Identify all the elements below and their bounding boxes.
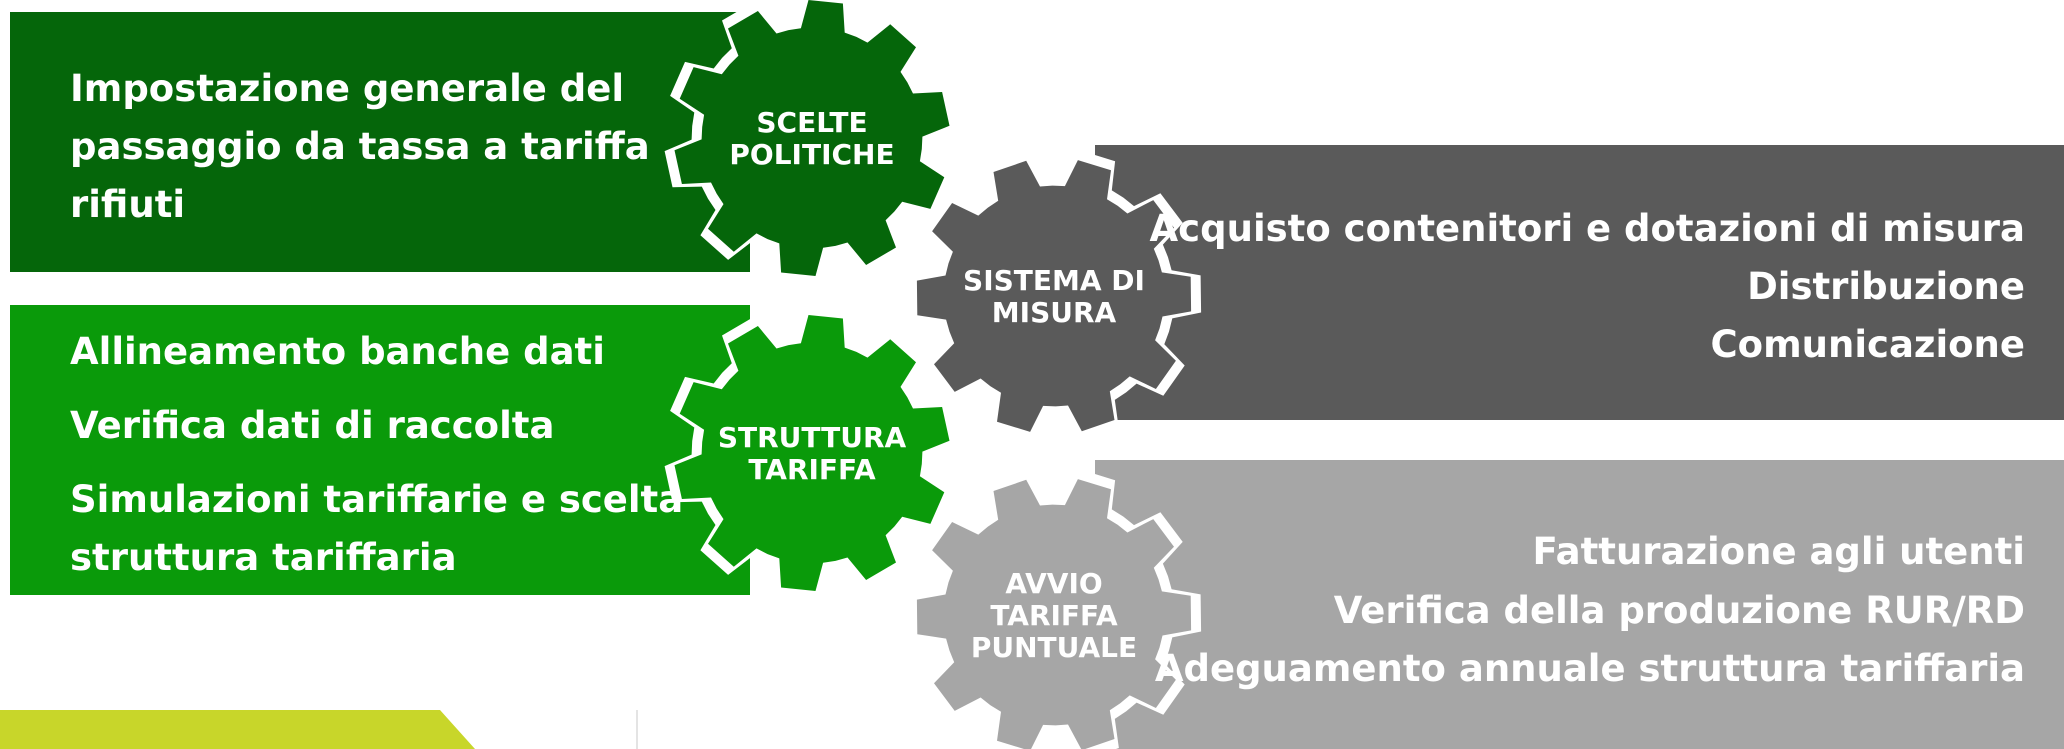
struttura-line-2: Verifica dati di raccolta bbox=[70, 404, 555, 447]
sistema-line-3: Comunicazione bbox=[1710, 323, 2025, 366]
scelte-line-1: Impostazione generale del bbox=[70, 67, 625, 110]
struttura-line-4: struttura tariffaria bbox=[70, 536, 457, 579]
avvio-tariffa-text: Fatturazione agli utenti Verifica della … bbox=[1155, 0, 2026, 749]
gear-scelte-politiche-shape bbox=[674, 0, 950, 276]
lime-tab bbox=[0, 710, 475, 749]
sistema-line-2: Distribuzione bbox=[1747, 265, 2025, 308]
struttura-line-3: Simulazioni tariffarie e scelta bbox=[70, 478, 684, 521]
avvio-line-3: Adeguamento annuale struttura tariffaria bbox=[1154, 647, 2025, 690]
avvio-line-2: Verifica della produzione RUR/RD bbox=[1333, 589, 2025, 632]
gear-avvio-tariffa-label-2: TARIFFA bbox=[990, 599, 1118, 632]
struttura-line-1: Allineamento banche dati bbox=[70, 330, 605, 373]
gear-sistema-misura-shape bbox=[916, 160, 1192, 432]
avvio-line-1: Fatturazione agli utenti bbox=[1532, 530, 2026, 573]
gear-scelte-politiche-label-1: SCELTE bbox=[756, 106, 867, 139]
gear-scelte-politiche-label-2: POLITICHE bbox=[729, 138, 894, 171]
divider-line bbox=[636, 710, 638, 749]
gear-struttura-tariffa-shape bbox=[674, 315, 950, 591]
gear-sistema-misura-label-1: SISTEMA DI bbox=[963, 264, 1145, 297]
scelte-politiche-text: Impostazione generale del passaggio da t… bbox=[70, 0, 710, 260]
gear-avvio-tariffa-shape bbox=[916, 479, 1192, 749]
band-sistema-misura bbox=[1095, 145, 2064, 420]
sistema-line-1: Acquisto contenitori e dotazioni di misu… bbox=[1149, 207, 2025, 250]
band-scelte-politiche bbox=[10, 12, 750, 272]
gear-avvio-tariffa-label-1: AVVIO bbox=[1005, 567, 1102, 600]
gear-avvio-tariffa-label-3: PUNTUALE bbox=[971, 631, 1137, 664]
struttura-tariffa-text: Allineamento banche dati Verifica dati d… bbox=[70, 0, 710, 600]
band-avvio-tariffa bbox=[1095, 460, 2064, 749]
sistema-misura-text: Acquisto contenitori e dotazioni di misu… bbox=[1150, 0, 2025, 420]
gear-sistema-misura-label-2: MISURA bbox=[992, 296, 1117, 329]
gear-struttura-tariffa-label-1: STRUTTURA bbox=[718, 421, 907, 454]
gear-struttura-tariffa-label-2: TARIFFA bbox=[748, 453, 876, 486]
scelte-line-2: passaggio da tassa a tariffa bbox=[70, 125, 650, 168]
scelte-line-3: rifiuti bbox=[70, 183, 186, 226]
band-struttura-tariffa bbox=[10, 305, 750, 595]
